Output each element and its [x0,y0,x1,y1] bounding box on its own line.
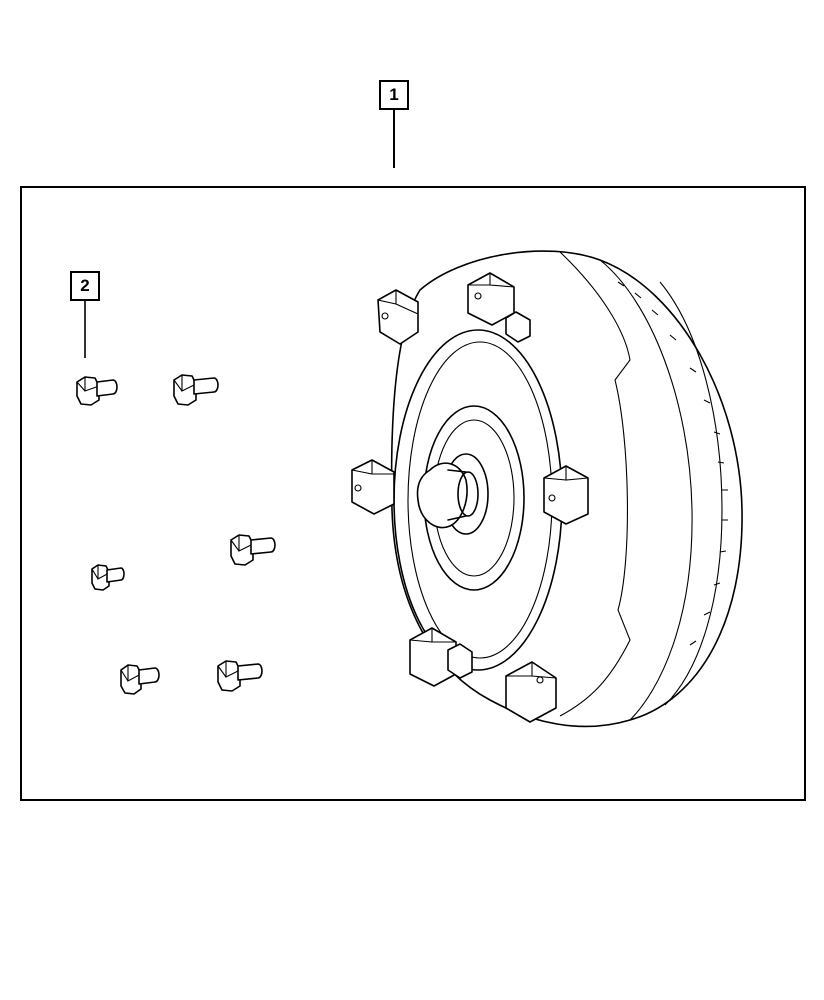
bolt [230,534,276,566]
bolt [173,374,219,406]
callout-1: 1 [379,80,409,110]
assembly-frame [20,186,806,801]
lug-left [351,459,395,515]
lug-bottom [505,661,557,723]
lug-top-left [377,289,419,345]
callout-2: 2 [70,271,100,301]
lug-bottom-left [409,627,473,687]
lug-center-right [543,465,589,525]
lug-top [467,272,531,343]
bolt [91,564,125,591]
bolt [217,660,263,692]
torque-converter [351,250,743,728]
bolt [120,664,160,695]
bolt [76,376,118,406]
